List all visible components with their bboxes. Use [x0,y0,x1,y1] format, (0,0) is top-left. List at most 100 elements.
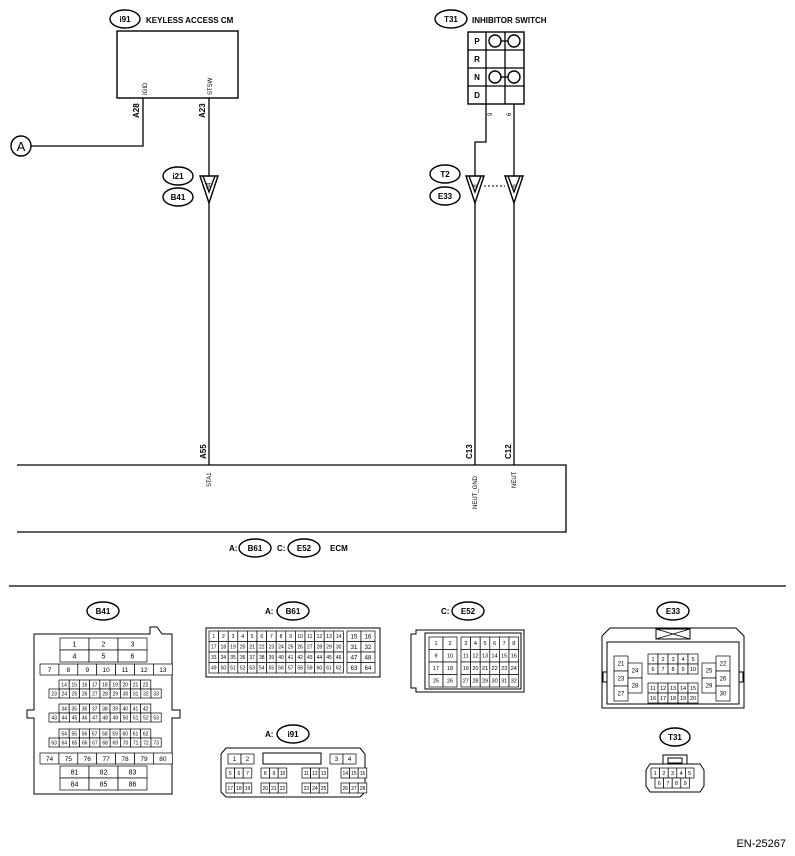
position-p: P [474,37,480,46]
pin-number: 25 [288,645,294,651]
pin-number: 29 [706,684,713,690]
pin-number: 1 [73,642,77,649]
pin-number: 12 [312,771,318,777]
pin-number: 17 [660,696,666,702]
pin-number: 17 [433,666,439,672]
pin-number: 23 [51,691,57,697]
pin-number: 10 [280,771,286,777]
reference-a: A [10,135,32,157]
wire-igid [31,98,144,147]
pin-number: 84 [71,782,79,789]
pin-number: 58 [102,731,108,737]
pin-number: 61 [326,666,332,672]
pin-number: 21 [618,662,625,668]
pin-number: 19 [680,696,686,702]
pin-number: 15 [501,654,507,660]
pin-number: 20 [472,666,478,672]
pin-number: 24 [278,645,284,651]
pin-number: 40 [123,706,129,712]
t31-title: T31 [668,733,682,742]
ecm-name: ECM [330,544,348,553]
pin-number: 25 [72,691,78,697]
ecm-pin-a55: A55 [199,444,208,459]
pin-number: 23 [501,666,507,672]
pin-number: 82 [100,770,108,777]
pin-number: 3 [131,642,135,649]
b61-title: B61 [286,607,301,616]
pin-number: 16 [365,634,372,640]
pin-number: 8 [675,781,678,787]
pin-number: 51 [230,666,236,672]
pin-number: 29 [113,691,119,697]
pin-number: 3 [671,657,674,663]
pin-number: 77 [103,756,111,763]
pin-number: 25 [321,786,327,792]
pin-number: 35 [72,706,78,712]
pin-number: 37 [249,655,255,661]
pin-number: 11 [650,686,656,692]
pin-number: 26 [720,677,727,683]
pin-number: 1 [212,634,215,640]
pin-number: 81 [71,770,79,777]
pin-number: 62 [336,666,342,672]
pin-number: 6 [493,641,496,647]
pin-number: 13 [321,771,327,777]
pin-number: 21 [482,666,488,672]
pin-number: 40 [278,655,284,661]
pin-number: 21 [249,645,255,651]
pin-cell [242,767,253,779]
joint-right-pin-6: 6 [512,184,518,188]
pin-number: 31 [501,679,507,685]
pin-cell [240,753,255,765]
pin-cell [117,777,148,791]
pin-number: 61 [133,731,139,737]
pin-number: 26 [82,691,88,697]
pin-number: 31 [133,691,139,697]
pin-number: 24 [312,786,318,792]
pin-number: 12 [317,634,323,640]
pin-number: 56 [82,731,88,737]
pin-number: 23 [269,645,275,651]
position-d: D [474,91,480,100]
ecm-block: A55 C13 C12 STA1 NEUT_GND NEUT A: B61 C:… [17,444,567,558]
pin-number: 30 [123,691,129,697]
pin-number: 2 [448,641,451,647]
pin-number: 34 [221,655,227,661]
pin-number: 38 [259,655,265,661]
joint-connector-i21-b41: 34 i21 B41 [162,166,219,207]
pin-number: 78 [121,756,129,763]
ecm-sig-neut-gnd: NEUT_GND [473,475,479,509]
inhibitor-pin-9: 9 [488,112,494,116]
keyless-title: KEYLESS ACCESS CM [146,16,234,25]
position-n: N [474,73,480,82]
pin-number: 2 [661,657,664,663]
pin-number: 41 [133,706,139,712]
joint-connector-t2-e33: 8 6 T2 E33 [429,164,524,206]
pin-number: 2 [662,771,665,777]
pin-number: 68 [102,740,108,746]
ecm-pin-c12: C12 [504,444,513,459]
pin-number: 42 [297,655,303,661]
pin-number: 14 [343,771,349,777]
pin-number: 56 [278,666,284,672]
pin-number: 21 [133,682,139,688]
e52-title: E52 [461,607,476,616]
pin-number: 4 [348,757,352,763]
pin-number: 66 [82,740,88,746]
keyless-sig-igid: IGID [143,82,149,95]
pin-cell [680,777,690,789]
pin-number: 12 [140,667,148,674]
pin-number: 30 [720,692,727,698]
pin-number: 10 [690,667,696,673]
i91-prefix: A: [265,730,273,739]
pin-number: 42 [143,706,149,712]
ecm-conn-c: E52 [297,544,312,553]
pin-number: 47 [351,655,358,661]
pin-number: 26 [297,645,303,651]
pin-number: 16 [650,696,656,702]
pin-number: 24 [632,669,639,675]
pin-number: 19 [463,666,469,672]
pin-number: 67 [92,740,98,746]
pin-number: 10 [447,654,453,660]
